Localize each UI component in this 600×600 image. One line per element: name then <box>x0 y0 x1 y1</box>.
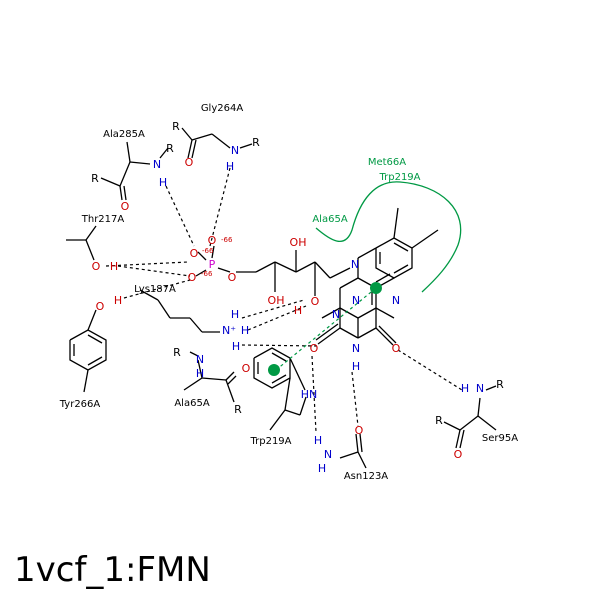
label-lys187: Lys187A <box>134 284 176 295</box>
atom-h-ser95: H <box>461 382 469 395</box>
atom-o-thr217: O <box>92 260 101 273</box>
charge-o-p2: -66 <box>202 247 214 255</box>
atom-o-p2: O <box>190 247 199 260</box>
atom-h-ribityl: H <box>294 304 302 317</box>
label-ala65-bottom: Ala65A <box>174 398 209 409</box>
atom-o4: O <box>392 342 401 355</box>
atom-oh-top: OH <box>290 236 307 249</box>
atom-o-ala285: O <box>121 200 130 213</box>
hydrophobic-arc <box>315 181 462 293</box>
atom-oh-bottom: OH <box>268 294 285 307</box>
atom-o2: O <box>310 342 319 355</box>
atom-n-ring: N <box>332 308 340 321</box>
label-ser95: Ser95A <box>482 433 518 444</box>
atom-o-asn: O <box>355 424 364 437</box>
atom-h-thr217: H <box>110 260 118 273</box>
atom-h-lys-3: H <box>232 340 240 353</box>
atom-h-ala285: H <box>159 176 167 189</box>
atom-r-ser95-c: R <box>435 414 443 427</box>
atom-o-p1: O <box>208 234 217 247</box>
label-gly264: Gly264A <box>201 103 244 114</box>
atom-h-gly264: H <box>226 160 234 173</box>
label-thr217: Thr217A <box>81 214 125 225</box>
atom-o-ribityl: O <box>311 295 320 308</box>
ring-centroid-flavin <box>370 282 382 294</box>
atom-n5: N <box>392 294 400 307</box>
atom-h-lys-1: H <box>231 308 239 321</box>
atom-h-asn-1: H <box>314 434 322 447</box>
label-ala65-top: Ala65A <box>312 214 347 225</box>
label-met66: Met66A <box>368 157 406 168</box>
label-asn123: Asn123A <box>344 471 388 482</box>
atom-n-ala285: N <box>153 158 161 171</box>
atom-n-ala65: N <box>196 353 204 366</box>
atom-h3: H <box>352 360 360 373</box>
ring-centroid-trp <box>268 364 280 376</box>
atom-n-ser95: N <box>476 382 484 395</box>
atom-h-lys-2: H <box>241 324 249 337</box>
atom-o-gly264: O <box>185 156 194 169</box>
atom-r-ala285-c: R <box>91 172 99 185</box>
backbone-fragments <box>66 127 497 469</box>
atom-nplus-lys: N⁺ <box>222 324 236 337</box>
atom-r-ala65: R <box>173 346 181 359</box>
atom-r-gly264: R <box>172 120 180 133</box>
label-trp219-bottom: Trp219A <box>249 436 291 447</box>
atom-n-gly264: N <box>231 144 239 157</box>
phosphate-group <box>195 245 231 277</box>
charge-o-p1: -66 <box>221 236 233 244</box>
atom-p: P <box>209 258 216 271</box>
atom-r-ser95: R <box>496 378 504 391</box>
atom-o-p3: O <box>188 271 197 284</box>
atom-n-asn: N <box>324 448 332 461</box>
atom-labels: N N N N N H O O OH OH O H P O O -66 O -6… <box>91 120 504 475</box>
page-title: 1vcf_1:FMN <box>14 550 211 590</box>
atom-h-tyr266: H <box>114 294 122 307</box>
label-trp219-top: Trp219A <box>378 172 420 183</box>
trp219-indole <box>253 347 307 431</box>
atom-hn-trp219: HN <box>301 388 318 401</box>
label-ala285: Ala285A <box>103 129 145 140</box>
atom-o-ester: O <box>228 271 237 284</box>
atom-r-ala285: R <box>166 142 174 155</box>
pi-stacking <box>268 282 382 376</box>
atom-o-ala65: O <box>242 362 251 375</box>
atom-o-tyr266: O <box>96 300 105 313</box>
label-tyr266: Tyr266A <box>59 399 101 410</box>
charge-o-p3: -66 <box>201 270 213 278</box>
ribityl-chain <box>236 250 351 296</box>
atom-h-asn-2: H <box>318 462 326 475</box>
atom-h-ala65: H <box>196 367 204 380</box>
residue-labels: Gly264A Ala285A Thr217A Lys187A Tyr266A … <box>59 103 519 482</box>
atom-n3: N <box>352 342 360 355</box>
atom-r-gly264-n: R <box>252 136 260 149</box>
atom-o-ser95: O <box>454 448 463 461</box>
atom-n10: N <box>351 258 359 271</box>
atom-r-ala65-c: R <box>234 403 242 416</box>
atom-n1: N <box>352 294 360 307</box>
hydrogen-bonds <box>105 167 463 433</box>
